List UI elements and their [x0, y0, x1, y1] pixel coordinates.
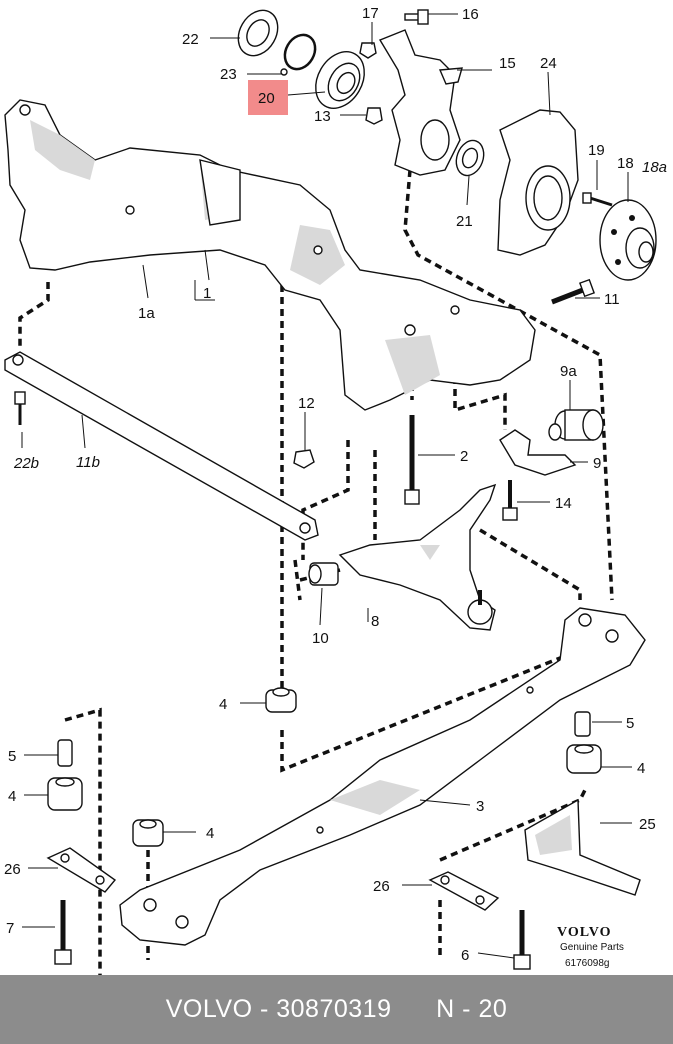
nut-12 [293, 449, 315, 469]
nut-17 [359, 42, 377, 59]
footer-part-number: 30870319 [276, 995, 392, 1023]
control-arm-8 [338, 483, 497, 631]
mount-4-center [132, 819, 164, 847]
splash-shield-24 [497, 109, 579, 256]
callout-5-left: 5 [8, 748, 16, 765]
circlip-23 [280, 33, 317, 76]
wheel-stud-19 [582, 192, 613, 207]
callout-21: 21 [456, 213, 473, 230]
callout-9a: 9a [560, 363, 577, 380]
callout-19: 19 [588, 142, 605, 159]
callout-26-left: 26 [4, 861, 21, 878]
seal-22 [237, 9, 279, 57]
callout-labels: 22 17 16 23 20 15 24 13 19 18 18a 21 11 … [4, 5, 667, 964]
callout-9: 9 [593, 455, 601, 472]
bracket-25 [524, 798, 641, 896]
nut-13 [365, 107, 383, 125]
part-20-highlight [248, 80, 288, 115]
footer-brand: VOLVO [165, 995, 253, 1023]
callout-1a: 1a [138, 305, 155, 322]
callout-7: 7 [6, 920, 14, 937]
callout-18a: 18a [642, 159, 667, 176]
callout-4-left: 4 [8, 788, 16, 805]
callout-16: 16 [462, 6, 479, 23]
footer-gap [391, 995, 436, 1024]
callout-3: 3 [476, 798, 484, 815]
callout-2: 2 [460, 448, 468, 465]
callout-26-right: 26 [373, 878, 390, 895]
wheel-bearing-20 [315, 51, 365, 109]
seal-21 [455, 139, 485, 177]
steering-knuckle-15 [378, 29, 463, 176]
diagram-code: 6176098g [565, 958, 610, 969]
mount-4-right [566, 744, 602, 774]
callout-5-right: 5 [626, 715, 634, 732]
crossmember-3 [119, 607, 646, 946]
callout-24: 24 [540, 55, 557, 72]
spacer-5-right [574, 711, 591, 737]
callout-8: 8 [371, 613, 379, 630]
footer-diagram-ref: N - 20 [436, 995, 508, 1023]
bolt-6 [513, 910, 531, 970]
callout-25: 25 [639, 816, 656, 833]
brand-name: VOLVO [557, 925, 612, 940]
part-number-footer: VOLVO - 30870319 N - 20 [0, 975, 673, 1044]
plate-26-right [428, 871, 500, 911]
callout-4-center: 4 [206, 825, 214, 842]
brand-subtitle: Genuine Parts [560, 942, 624, 953]
mount-4-upper [265, 687, 297, 713]
bolt-2 [404, 415, 420, 505]
callout-17: 17 [362, 5, 379, 22]
bolt-22b [14, 391, 26, 425]
plate-26-left [46, 847, 117, 893]
spacer-5-left [57, 739, 73, 767]
bushing-10 [308, 562, 339, 586]
callout-4-upper: 4 [219, 696, 227, 713]
exploded-parts-diagram: 22 17 16 23 20 15 24 13 19 18 18a 21 11 … [4, 5, 667, 975]
assembly-guide-lines [18, 169, 614, 975]
callout-22b: 22b [13, 455, 39, 472]
callout-10: 10 [312, 630, 329, 647]
bushing-9a [548, 409, 604, 441]
stabilizer-bar-11b [4, 351, 319, 541]
callout-18: 18 [617, 155, 634, 172]
bolt-11 [551, 278, 595, 305]
brand-block: VOLVO Genuine Parts 6176098g [557, 925, 624, 969]
callout-22: 22 [182, 31, 199, 48]
wheel-hub-18 [599, 199, 657, 281]
callout-11: 11 [604, 291, 620, 308]
bolt-7 [54, 900, 72, 965]
mount-4-left [47, 777, 83, 811]
bracket-9 [499, 429, 577, 476]
leader-lines [21, 13, 632, 959]
callout-20: 20 [258, 90, 275, 107]
callout-13: 13 [314, 108, 331, 125]
footer-separator: - [252, 995, 277, 1023]
callout-12: 12 [298, 395, 315, 412]
bolt-14 [502, 480, 518, 521]
callout-23: 23 [220, 66, 237, 83]
callout-14: 14 [555, 495, 572, 512]
callout-4-right: 4 [637, 760, 645, 777]
bolt-16 [404, 9, 429, 25]
callout-6: 6 [461, 947, 469, 964]
callout-15: 15 [499, 55, 516, 72]
callout-11b: 11b [76, 454, 100, 471]
callout-1: 1 [203, 285, 211, 302]
subframe-1a [4, 99, 536, 411]
